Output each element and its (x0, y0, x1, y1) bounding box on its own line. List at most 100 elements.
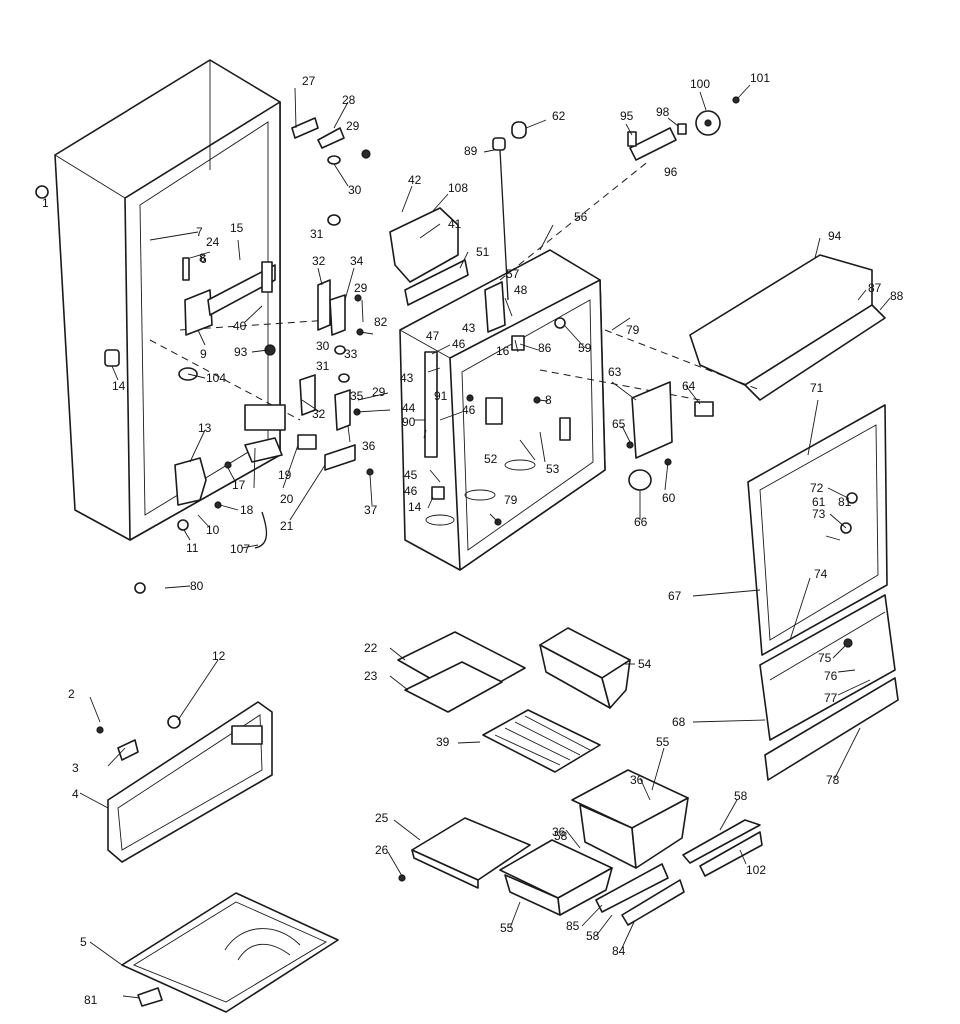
refrigerator-cabinet (54, 59, 331, 541)
callout-78: 78 (826, 773, 840, 787)
callout-75: 75 (818, 651, 832, 665)
callout-39: 39 (436, 735, 450, 749)
callout-74: 74 (814, 567, 828, 581)
callout-64: 64 (682, 379, 696, 393)
callout-29: 29 (346, 119, 360, 133)
callout-29: 29 (372, 385, 386, 399)
callout-46: 46 (404, 484, 418, 498)
callout-80: 80 (190, 579, 204, 593)
callout-98: 98 (656, 105, 670, 119)
callout-81: 81 (838, 495, 852, 509)
callout-12: 12 (212, 649, 226, 663)
callout-89: 89 (464, 144, 478, 158)
cabinet-hardware (35, 185, 374, 594)
callout-26: 26 (375, 843, 389, 857)
callout-53: 53 (546, 462, 560, 476)
callout-18: 18 (240, 503, 254, 517)
hinge-assembly (291, 117, 371, 431)
callout-15: 15 (230, 221, 244, 235)
callout-32: 32 (312, 407, 326, 421)
callout-55: 55 (500, 921, 514, 935)
callout-2: 2 (68, 687, 75, 701)
callout-63: 63 (608, 365, 622, 379)
callout-58: 58 (734, 789, 748, 803)
callout-29: 29 (354, 281, 368, 295)
callout-22: 22 (364, 641, 378, 655)
callout-44: 44 (402, 401, 416, 415)
callout-28: 28 (342, 93, 356, 107)
callout-101: 101 (750, 71, 770, 85)
callout-27: 27 (302, 74, 316, 88)
callout-31: 31 (316, 359, 330, 373)
callout-48: 48 (514, 283, 528, 297)
callout-73: 73 (812, 507, 826, 521)
callout-41: 41 (448, 217, 462, 231)
callout-37: 37 (364, 503, 378, 517)
callout-24: 24 (206, 235, 220, 249)
callout-25: 25 (375, 811, 389, 825)
ice-bin (539, 627, 631, 709)
callout-104: 104 (206, 371, 226, 385)
callout-33: 33 (344, 347, 358, 361)
callout-14: 14 (112, 379, 126, 393)
callout-21: 21 (280, 519, 294, 533)
damper-control (627, 96, 740, 161)
callout-58: 58 (554, 829, 568, 843)
callout-30: 30 (316, 339, 330, 353)
callout-67: 67 (668, 589, 682, 603)
callout-20: 20 (280, 492, 294, 506)
callouts: 1 2 3 4 5 6 7 8 8 9 10 11 12 13 14 14 15… (42, 71, 904, 1007)
callout-19: 19 (278, 468, 292, 482)
callout-108: 108 (448, 181, 468, 195)
callout-107: 107 (230, 542, 250, 556)
callout-81: 81 (84, 993, 98, 1007)
crisper-pans (398, 769, 763, 926)
callout-66: 66 (634, 515, 648, 529)
callout-5: 5 (80, 935, 87, 949)
callout-31: 31 (310, 227, 324, 241)
fan-assembly (389, 121, 651, 333)
callout-52: 52 (484, 452, 498, 466)
callout-23: 23 (364, 669, 378, 683)
callout-42: 42 (408, 173, 422, 187)
callout-35: 35 (350, 389, 364, 403)
callout-47: 47 (426, 329, 440, 343)
callout-79: 79 (504, 493, 518, 507)
callout-10: 10 (206, 523, 220, 537)
callout-1: 1 (42, 196, 49, 210)
callout-65: 65 (612, 417, 626, 431)
callout-4: 4 (72, 787, 79, 801)
callout-46: 46 (462, 403, 476, 417)
callout-84: 84 (612, 944, 626, 958)
callout-8: 8 (199, 251, 206, 265)
callout-40: 40 (233, 319, 247, 333)
callout-9: 9 (200, 347, 207, 361)
callout-77: 77 (824, 691, 838, 705)
callout-57: 57 (506, 267, 520, 281)
callout-93: 93 (234, 345, 248, 359)
callout-16: 16 (496, 344, 510, 358)
callout-11: 11 (186, 541, 199, 555)
callout-88: 88 (890, 289, 904, 303)
callout-56: 56 (574, 210, 588, 224)
door-panels (747, 404, 899, 781)
callout-85: 85 (566, 919, 580, 933)
callout-94: 94 (828, 229, 842, 243)
drain-pan (121, 892, 339, 1013)
callout-36: 36 (630, 773, 644, 787)
leader-lines (79, 84, 891, 999)
callout-59: 59 (578, 341, 592, 355)
callout-14: 14 (408, 500, 422, 514)
callout-43: 43 (400, 371, 414, 385)
callout-58: 58 (586, 929, 600, 943)
callout-36: 36 (552, 825, 566, 839)
callout-8: 8 (545, 393, 552, 407)
callout-76: 76 (824, 669, 838, 683)
callout-54: 54 (638, 657, 652, 671)
callout-45: 45 (404, 468, 418, 482)
callout-7: 7 (196, 225, 203, 239)
callout-34: 34 (350, 254, 364, 268)
callout-96: 96 (664, 165, 678, 179)
callout-71: 71 (810, 381, 824, 395)
